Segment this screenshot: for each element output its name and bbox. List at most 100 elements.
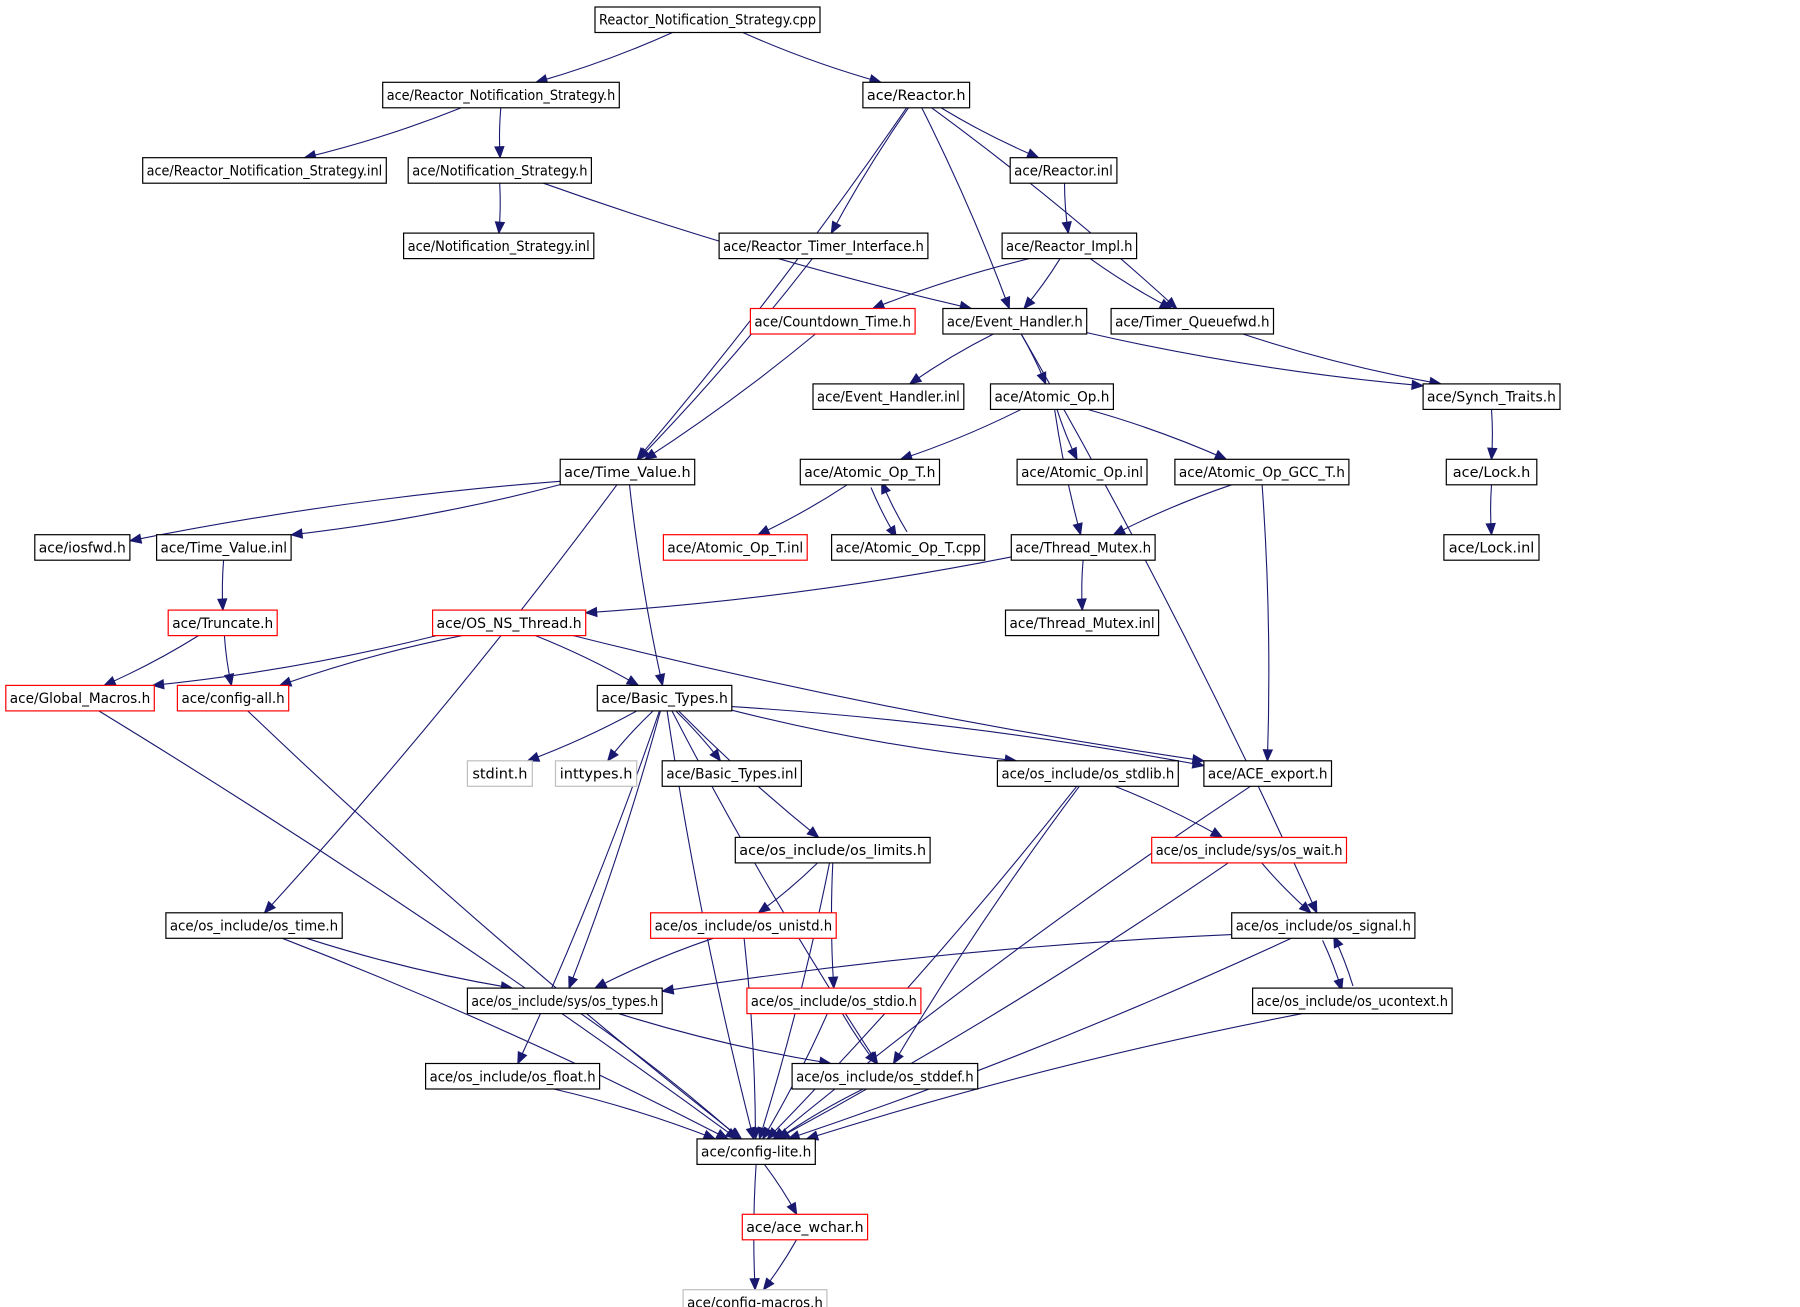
node-aopt_h[interactable]: ace/Atomic_Op_T.h [799,458,941,486]
node-box-tmutex_inl [1004,609,1160,637]
node-tmutex_h[interactable]: ace/Thread_Mutex.h [1010,534,1156,561]
node-box-ossignal_h [1231,912,1416,939]
edge-btypes_h-to-osfloat_h [517,710,660,1064]
edge-reactor_h-to-eh_h [921,107,1010,309]
edge-tv_h-to-ostime_h [264,484,618,914]
node-label-truncate_h: ace/Truncate.h [172,616,273,632]
edge-arrowhead-eh_h-to-eh_inl [908,373,923,385]
node-osstdio_h[interactable]: ace/os_include/os_stdio.h [746,987,922,1015]
node-label-osnst_h: ace/OS_NS_Thread.h [437,616,582,632]
edge-btypes_h-to-osstddef_h [671,710,878,1064]
node-osnst_h[interactable]: ace/OS_NS_Thread.h [432,609,587,637]
node-box-aopt_inl [662,534,808,561]
node-tqfwd_h[interactable]: ace/Timer_Queuefwd.h [1110,307,1275,335]
node-label-ostime_h: ace/os_include/os_time.h [170,919,338,935]
edge-arrowhead-rimpl_h-to-countdown_h [871,299,886,310]
node-oslimits_h[interactable]: ace/os_include/os_limits.h [734,836,931,864]
node-tv_inl[interactable]: ace/Time_Value.inl [156,534,292,561]
node-countdown_h[interactable]: ace/Countdown_Time.h [749,307,916,335]
edge-arrowhead-osnst_h-to-btypes_h [625,675,640,687]
node-aopt_inl[interactable]: ace/Atomic_Op_T.inl [662,534,808,561]
node-osfloat_h[interactable]: ace/os_include/os_float.h [425,1062,601,1090]
edge-arrowhead-reactor_inl-to-rimpl_h [1061,220,1072,235]
edge-arrowhead-synch_h-to-lock_h [1487,447,1498,461]
node-ns_h[interactable]: ace/Notification_Strategy.h [407,157,593,184]
node-box-osfloat_h [425,1062,601,1090]
edge-arrowhead-rimpl_h-to-eh_h [1023,296,1036,310]
node-label-lock_inl: ace/Lock.inl [1449,540,1535,556]
node-box-inttypes_h [554,760,638,787]
node-eh_inl[interactable]: ace/Event_Handler.inl [812,383,965,410]
node-osstddef_h[interactable]: ace/os_include/os_stddef.h [791,1062,979,1090]
node-btypes_h[interactable]: ace/Basic_Types.h [596,684,733,712]
node-box-ns_inl [403,232,595,260]
node-rimpl_h[interactable]: ace/Reactor_Impl.h [1001,232,1138,260]
edge-arrowhead-btypes_h-to-stdint_h [526,751,541,762]
node-stdint_h[interactable]: stdint.h [466,760,533,787]
edge-arrowhead-osfloat_h-to-cfglite_h [702,1129,717,1140]
edge-arrowhead-reactor_h-to-tqfwd_h [1164,296,1178,310]
node-cfglite_h[interactable]: ace/config-lite.h [696,1138,816,1166]
edge-arrowhead-osstdlib_h-to-osstddef_h [892,1050,904,1065]
node-label-aopt_h: ace/Atomic_Op_T.h [804,465,935,481]
node-iosfwd_h[interactable]: ace/iosfwd.h [34,534,131,561]
node-lock_h[interactable]: ace/Lock.h [1445,458,1538,486]
node-truncate_h[interactable]: ace/Truncate.h [167,609,278,637]
edge-osfloat_h-to-cfglite_h [553,1088,716,1140]
node-acewchar_h[interactable]: ace/ace_wchar.h [741,1213,869,1241]
node-cfgmacros_h[interactable]: ace/config-macros.h [682,1289,828,1307]
node-btypes_inl[interactable]: ace/Basic_Types.inl [661,760,803,787]
node-label-synch_h: ace/Synch_Traits.h [1427,390,1556,406]
edges-layer [98,31,1498,1292]
edge-btypes_h-to-aceexport_h [731,706,1205,767]
node-tv_h[interactable]: ace/Time_Value.h [559,458,696,486]
node-box-reactor_h [862,81,971,109]
node-rns_h[interactable]: ace/Reactor_Notification_Strategy.h [382,81,620,109]
node-eh_h[interactable]: ace/Event_Handler.h [942,307,1088,335]
node-aceexport_h[interactable]: ace/ACE_export.h [1203,760,1333,787]
node-box-ns_h [407,157,593,184]
edge-osunistd_h-to-ostypes_h [594,937,714,989]
node-cfgall_h[interactable]: ace/config-all.h [176,684,290,712]
node-ostime_h[interactable]: ace/os_include/os_time.h [165,912,343,939]
node-aop_h[interactable]: ace/Atomic_Op.h [989,383,1115,410]
node-osucontext_h[interactable]: ace/os_include/os_ucontext.h [1251,987,1453,1015]
edge-root-to-rns_h [535,31,673,83]
node-osunistd_h[interactable]: ace/os_include/os_unistd.h [649,912,837,939]
edge-arrowhead-ossignal_h-to-ostypes_h [660,984,675,995]
node-oswait_h[interactable]: ace/os_include/sys/os_wait.h [1151,836,1348,864]
node-root[interactable]: Reactor_Notification_Strategy.cpp [594,6,821,34]
node-tmutex_inl[interactable]: ace/Thread_Mutex.inl [1004,609,1160,637]
node-label-gmacros_h: ace/Global_Macros.h [10,691,151,707]
edge-aop_h-to-aopt_h [900,408,1022,460]
node-rns_inl[interactable]: ace/Reactor_Notification_Strategy.inl [142,157,387,184]
node-box-aop_h [989,383,1115,410]
node-rti_h[interactable]: ace/Reactor_Timer_Interface.h [718,232,929,260]
edge-tv_h-to-tv_inl [291,484,561,536]
node-label-oswait_h: ace/os_include/sys/os_wait.h [1156,843,1343,859]
node-reactor_h[interactable]: ace/Reactor.h [862,81,971,109]
node-ns_inl[interactable]: ace/Notification_Strategy.inl [403,232,595,260]
node-box-countdown_h [749,307,916,335]
edge-arrowhead-osnst_h-to-cfgall_h [278,676,293,687]
node-ossignal_h[interactable]: ace/os_include/os_signal.h [1231,912,1416,939]
node-box-tv_inl [156,534,292,561]
node-label-osucontext_h: ace/os_include/os_ucontext.h [1257,994,1449,1010]
edge-osnst_h-to-cfgall_h [279,635,463,686]
node-aopgcc_h[interactable]: ace/Atomic_Op_GCC_T.h [1174,458,1350,486]
node-box-osstddef_h [791,1062,979,1090]
node-aop_inl[interactable]: ace/Atomic_Op.inl [1016,458,1148,486]
edge-arrowhead-aop_h-to-aop_inl [1067,446,1078,461]
edge-arrowhead-ns_h-to-ns_inl [494,221,506,235]
node-ostypes_h[interactable]: ace/os_include/sys/os_types.h [466,987,663,1015]
node-box-cfgmacros_h [682,1289,828,1307]
node-synch_h[interactable]: ace/Synch_Traits.h [1422,383,1561,410]
node-inttypes_h[interactable]: inttypes.h [554,760,638,787]
node-aopt_cpp[interactable]: ace/Atomic_Op_T.cpp [830,534,986,561]
node-gmacros_h[interactable]: ace/Global_Macros.h [5,684,155,712]
node-reactor_inl[interactable]: ace/Reactor.inl [1009,157,1118,184]
node-osstdlib_h[interactable]: ace/os_include/os_stdlib.h [996,760,1179,787]
node-lock_inl[interactable]: ace/Lock.inl [1443,534,1540,561]
edge-arrowhead-rns_h-to-ns_h [494,145,505,160]
edge-btypes_h-to-osstdlib_h [731,709,1017,762]
